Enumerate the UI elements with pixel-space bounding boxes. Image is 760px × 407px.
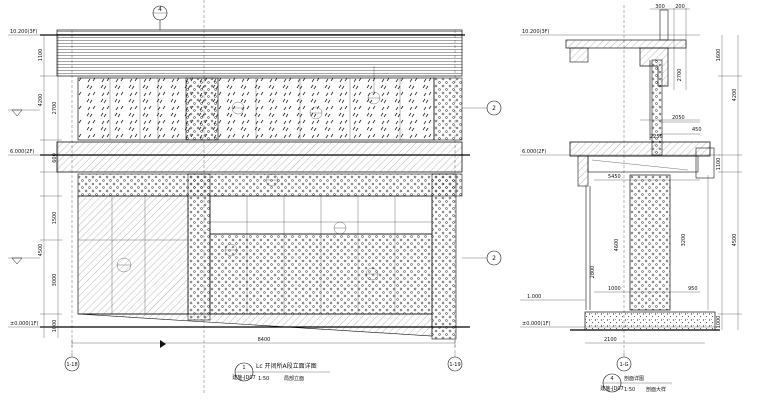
sec-mdim-3: 2700 <box>677 69 683 82</box>
column-right <box>431 173 457 340</box>
fascia-band <box>77 173 463 197</box>
sec-rdim-1: 1600 <box>716 49 722 62</box>
sec-tdim-1: 300 <box>655 4 665 10</box>
axis-left-label: 1-18 <box>66 362 77 368</box>
sec-axis-label: 1-G <box>619 362 628 368</box>
level-10200: 10.200(3F) <box>10 29 38 35</box>
bottom-dimension: 8400 <box>71 337 456 348</box>
left-dim-3: 4200 <box>38 94 44 107</box>
sec-mdim-2: 450 <box>692 127 702 133</box>
sec-ldim-5: 1000 <box>608 286 621 292</box>
sec-rdim-4: 4500 <box>732 234 738 247</box>
column-left <box>187 173 211 321</box>
callout-top: 4 <box>152 5 168 30</box>
elevation-view: 4 <box>8 0 502 395</box>
side-callout-2: 2 <box>492 255 496 262</box>
foundation <box>584 311 716 331</box>
sec-title-num: 4 <box>610 376 613 382</box>
left-dim-6: 4500 <box>38 244 44 257</box>
lower-glazing-left <box>77 195 189 315</box>
perforated-doors <box>209 233 433 315</box>
upper-wall <box>651 59 663 156</box>
elev-title-text: Lc 开闭所A段立面详图 <box>256 362 317 370</box>
section-right-dims: 1600 4200 1100 4500 1000 <box>716 35 742 330</box>
roof-band <box>56 29 463 77</box>
axis-bubble-left: 1-18 <box>64 350 80 372</box>
elev-title-num: 1 <box>242 365 245 371</box>
section-mid-dims: 2050 450 2700 2250 <box>640 69 702 140</box>
side-callout-1: 2 <box>492 105 496 112</box>
sec-level-0000: ±0.000(1F) <box>522 321 551 327</box>
left-dimension-chain: 1100 2700 4200 600 1500 4500 3000 1000 <box>38 35 62 338</box>
elevation-levels: 10.200(3F) 6.000(2F) ±0.000(1F) <box>8 29 56 328</box>
sec-mdim-4: 2250 <box>650 134 663 140</box>
sec-rdim-3: 1100 <box>716 158 722 171</box>
callout-top-number: 4 <box>158 6 162 13</box>
left-dim-8: 1000 <box>52 320 58 333</box>
left-dim-2: 2700 <box>52 102 58 115</box>
section-bottom-dim: 2100 1-G <box>585 337 705 372</box>
elev-title-scale: 1:50 <box>258 376 269 382</box>
sec-ldim-4: 2800 <box>590 266 596 279</box>
sec-mdim-1: 2050 <box>672 115 685 121</box>
section-title: 4 建施-JD07 剖面详图 1:50 剖面大样 <box>600 373 672 393</box>
left-dim-4: 600 <box>52 153 58 163</box>
sec-level-1000: 1.000 <box>527 294 541 300</box>
left-dim-1: 1100 <box>38 49 44 62</box>
ground-ramp <box>77 313 433 337</box>
sec-rdim-5: 1000 <box>716 316 722 329</box>
sec-title-scale: 1:50 <box>624 387 635 393</box>
roof-detail <box>565 8 687 90</box>
canopy-slab <box>569 121 715 187</box>
bottom-dim-text: 8400 <box>258 337 271 343</box>
sec-bottom-dim-text: 2100 <box>604 337 617 343</box>
axis-bubble-right: 1-19 <box>447 350 463 372</box>
section-top-dims: 300 200 <box>650 4 690 10</box>
lower-wall <box>629 174 671 311</box>
sec-tdim-2: 200 <box>675 4 685 10</box>
level-6000: 6.000(2F) <box>10 149 34 155</box>
elevation-title: 1 建施-JD07 Lc 开闭所A段立面详图 1:50 局部立面 <box>232 362 330 382</box>
elev-title-ref: 建施-JD07 <box>232 374 256 381</box>
sec-level-6000: 6.000(2F) <box>522 149 546 155</box>
sec-ldim-1: 5450 <box>608 174 621 180</box>
sec-ldim-2: 4600 <box>614 239 620 252</box>
floor-slab-band <box>56 141 463 173</box>
sec-title-note: 剖面大样 <box>646 386 666 393</box>
sec-ldim-3: 3200 <box>681 234 687 247</box>
sec-ldim-6: 950 <box>688 286 698 292</box>
left-dim-5: 1500 <box>52 212 58 225</box>
section-lower-dims: 5450 4600 3200 2800 1000 950 <box>590 174 700 293</box>
left-dim-7: 3000 <box>52 274 58 287</box>
axis-right-label: 1-19 <box>449 362 460 368</box>
elev-title-note: 局部立面 <box>284 375 304 382</box>
sec-rdim-2: 4200 <box>732 89 738 102</box>
sec-level-10200: 10.200(3F) <box>522 29 550 35</box>
sec-title-text: 剖面详图 <box>624 375 644 382</box>
section-view: 10.200(3F) 6.000(2F) 1.000 ±0.000(1F) <box>520 4 742 393</box>
sec-title-ref: 建施-JD07 <box>600 385 624 392</box>
level-0000: ±0.000(1F) <box>10 321 39 327</box>
side-callouts: 2 2 <box>462 100 502 266</box>
